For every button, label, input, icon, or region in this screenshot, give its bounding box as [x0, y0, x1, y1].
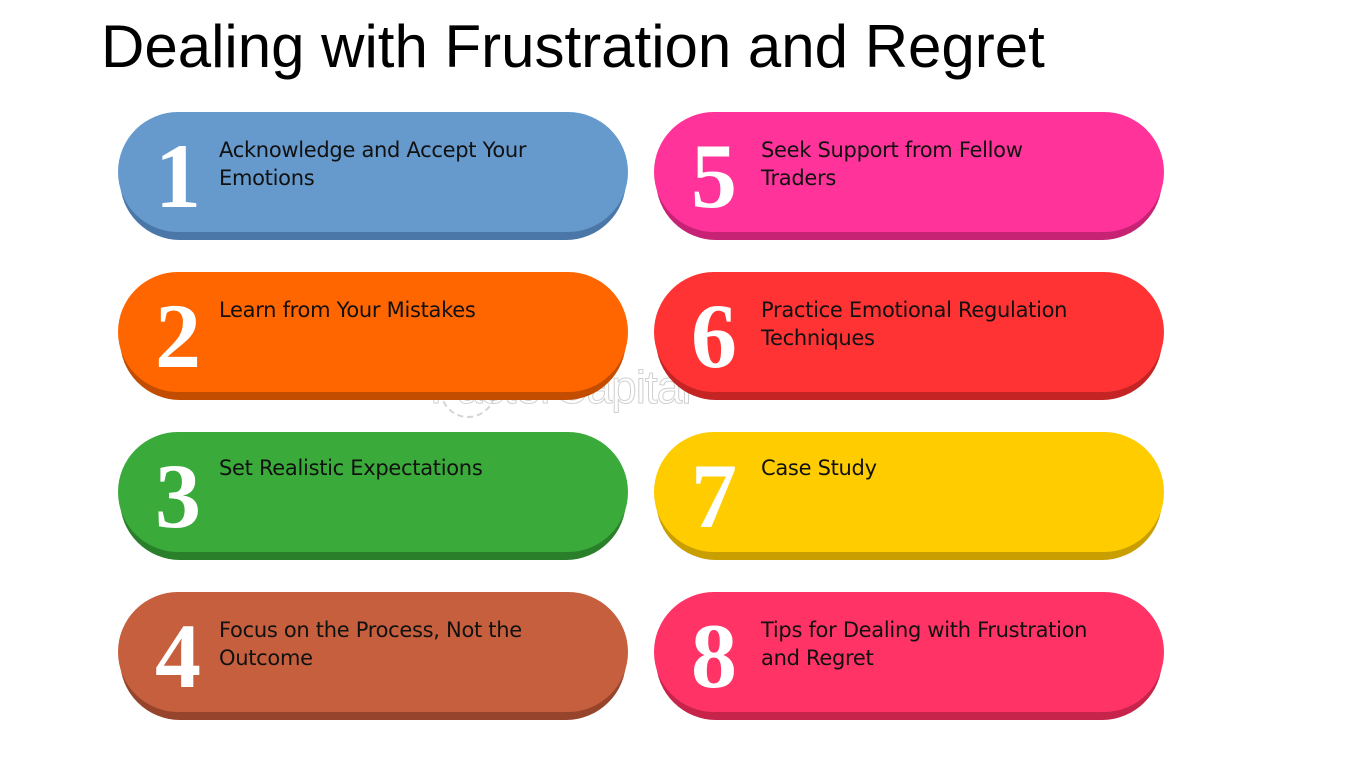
step-1: 1 Acknowledge and Accept Your Emotions — [118, 112, 628, 240]
step-label: Learn from Your Mistakes — [219, 298, 476, 322]
pill-face — [654, 592, 1164, 712]
step-label: Set Realistic Expectations — [219, 456, 483, 480]
pill-face — [654, 432, 1164, 552]
step-number: 2 — [155, 285, 201, 387]
step-number: 6 — [691, 285, 737, 387]
step-number: 7 — [691, 445, 737, 547]
step-label: Focus on the Process, Not the Outcome — [219, 618, 522, 670]
pill-face — [118, 272, 628, 392]
step-number: 4 — [155, 605, 201, 707]
pill-face — [118, 432, 628, 552]
pill-face — [654, 272, 1164, 392]
step-label: Practice Emotional Regulation Techniques — [761, 298, 1068, 350]
step-3: 3 Set Realistic Expectations — [118, 432, 628, 560]
step-5: 5 Seek Support from Fellow Traders — [654, 112, 1164, 240]
step-label: Seek Support from Fellow Traders — [761, 138, 1023, 190]
step-label: Case Study — [761, 456, 877, 480]
step-2: 2 Learn from Your Mistakes — [118, 272, 628, 400]
pill-face — [118, 112, 628, 232]
step-number: 5 — [691, 125, 737, 227]
step-8: 8 Tips for Dealing with Frustration and … — [654, 592, 1164, 720]
step-number: 3 — [155, 445, 201, 547]
step-label: Tips for Dealing with Frustration and Re… — [761, 618, 1088, 670]
step-6: 6 Practice Emotional Regulation Techniqu… — [654, 272, 1164, 400]
page-title: Dealing with Frustration and Regret — [101, 13, 1045, 80]
pill-face — [118, 592, 628, 712]
step-7: 7 Case Study — [654, 432, 1164, 560]
step-number: 8 — [691, 605, 737, 707]
step-number: 1 — [155, 125, 201, 227]
step-4: 4 Focus on the Process, Not the Outcome — [118, 592, 628, 720]
pill-face — [654, 112, 1164, 232]
step-label: Acknowledge and Accept Your Emotions — [219, 138, 527, 190]
